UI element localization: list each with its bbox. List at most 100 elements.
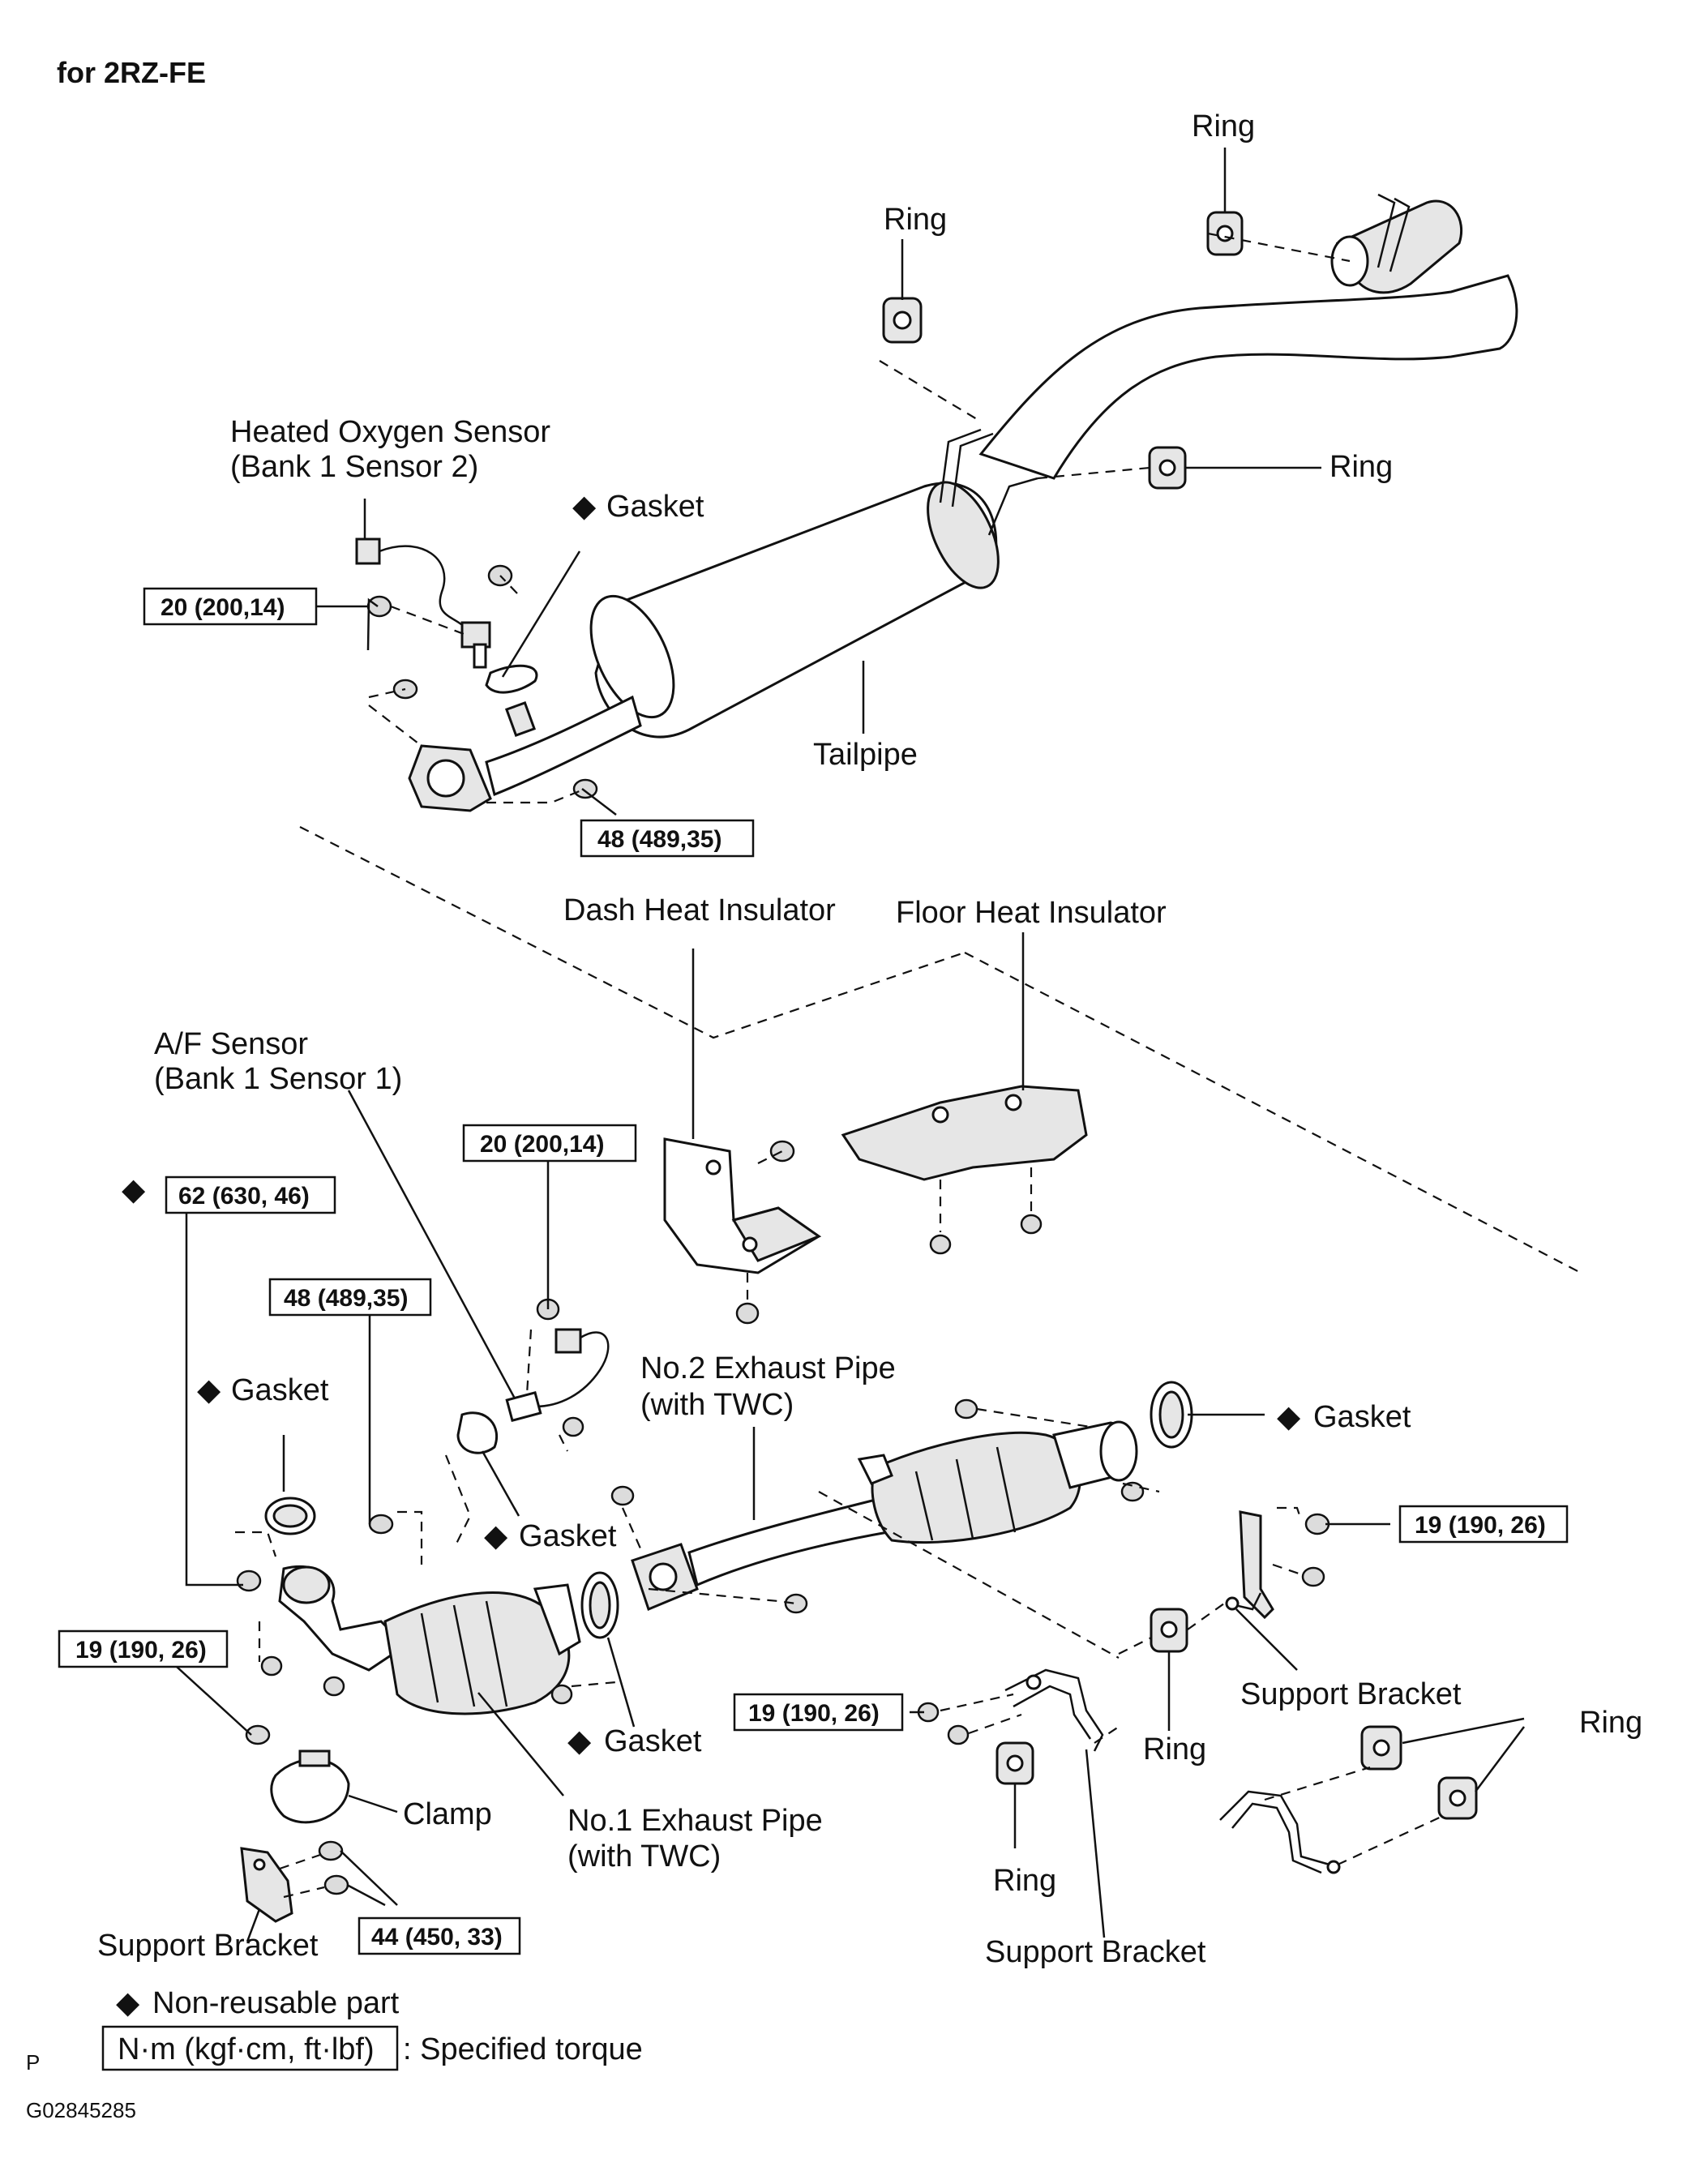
no1-exhaust-pipe-part	[278, 1565, 581, 1715]
gasket-manifold-part	[264, 1497, 316, 1535]
af-sensor-part	[505, 1328, 610, 1423]
label-gasket-manifold: Gasket	[231, 1373, 329, 1407]
torque-manifold-nut: 62 (630, 46)	[165, 1176, 336, 1214]
gasket-tailpipe-part	[485, 664, 538, 694]
ring-mid-upper	[1150, 1608, 1188, 1653]
torque-tailpipe-bolt: 48 (489,35)	[580, 819, 755, 858]
label-gasket-no2-outlet: Gasket	[1313, 1400, 1411, 1434]
no2-pipe-nut-left	[610, 1485, 635, 1506]
label-ring-right: Ring	[1329, 450, 1393, 484]
torque-support-bracket: 44 (450, 33)	[358, 1916, 521, 1955]
torque-clamp-bolt: 19 (190, 26)	[58, 1629, 229, 1668]
ring-rear-lower	[1437, 1776, 1478, 1820]
af-sensor-nut-lower	[562, 1416, 584, 1437]
legend-specified-torque: : Specified torque	[403, 2032, 643, 2066]
legend-diamond-gasket-no2: ◆	[1277, 1400, 1301, 1434]
no2-pipe-nut-upper	[954, 1398, 978, 1420]
support-bracket-bolt-lower	[323, 1874, 349, 1895]
dash-heat-insulator-part	[663, 1137, 822, 1274]
label-gasket-sensor: Gasket	[519, 1519, 617, 1553]
support-bracket-front-part	[240, 1847, 293, 1923]
figure-code: G02845285	[26, 2098, 136, 2122]
label-heated-oxygen-sensor-bank: (Bank 1 Sensor 2)	[230, 450, 478, 484]
no2-pipe-nut-right	[1120, 1481, 1145, 1502]
legend-diamond-gasket-no1: ◆	[567, 1724, 592, 1758]
label-no2-exhaust-pipe: No.2 Exhaust Pipe	[640, 1351, 896, 1385]
support-bracket-rear-part	[1225, 1510, 1274, 1620]
manifold-nut-3	[323, 1676, 345, 1697]
torque-af-sensor-nut: 20 (200,14)	[462, 1124, 637, 1163]
ring-hanger-upper-left	[882, 297, 923, 344]
label-af-sensor: A/F Sensor	[154, 1027, 308, 1061]
svg-text:44 (450, 33): 44 (450, 33)	[371, 1924, 503, 1951]
label-floor-heat-insulator: Floor Heat Insulator	[896, 896, 1167, 930]
svg-text:19 (190, 26): 19 (190, 26)	[75, 1637, 207, 1664]
dash-insulator-nut-upper	[769, 1140, 795, 1163]
svg-text:19 (190, 26): 19 (190, 26)	[1415, 1512, 1546, 1539]
engine-title: for 2RZ-FE	[57, 56, 206, 89]
legend-torque-unit: N·m (kgf·cm, ft·lbf)	[118, 2032, 375, 2066]
rear-bracket-bolt-upper	[1304, 1513, 1330, 1535]
heated-oxygen-sensor-part	[355, 537, 491, 669]
no2-exhaust-pipe-part	[631, 1420, 1138, 1612]
svg-text:20 (200,14): 20 (200,14)	[161, 594, 285, 621]
label-ring-top: Ring	[1192, 109, 1255, 143]
legend-diamond-gasket-tailpipe: ◆	[572, 490, 597, 524]
manifold-nut-2	[260, 1655, 283, 1677]
label-support-bracket-rear: Support Bracket	[1240, 1677, 1462, 1711]
torque-sensor2-nut: 20 (200,14)	[143, 587, 369, 626]
svg-text:19 (190, 26): 19 (190, 26)	[748, 1700, 880, 1727]
label-tailpipe: Tailpipe	[813, 738, 918, 772]
legend-diamond-gasket-manifold: ◆	[197, 1373, 221, 1407]
legend-torque-box	[101, 2025, 399, 2071]
label-ring-upper-left: Ring	[884, 203, 947, 237]
ring-hanger-right	[1148, 446, 1187, 490]
floor-insulator-nut-right	[1020, 1214, 1043, 1235]
floor-heat-insulator-part	[841, 1085, 1088, 1181]
svg-text:48 (489,35): 48 (489,35)	[284, 1285, 408, 1312]
label-clamp: Clamp	[403, 1797, 492, 1831]
label-af-sensor-bank: (Bank 1 Sensor 1)	[154, 1062, 402, 1096]
support-bracket-mid-part	[1004, 1668, 1104, 1752]
label-no1-exhaust-pipe-twc: (with TWC)	[567, 1839, 721, 1874]
label-gasket-no1-outlet: Gasket	[604, 1724, 702, 1758]
label-ring-mid: Ring	[1143, 1732, 1206, 1766]
label-support-bracket-front: Support Bracket	[97, 1929, 319, 1963]
no1-outlet-bolt	[550, 1684, 573, 1705]
svg-text:62 (630, 46): 62 (630, 46)	[178, 1183, 310, 1210]
manifold-nut	[236, 1569, 262, 1592]
tailpipe-bolt-lower	[572, 778, 598, 799]
legend-diamond-gasket-sensor: ◆	[484, 1519, 508, 1553]
rear-hanger-rod	[1219, 1790, 1341, 1874]
clamp-bolt	[245, 1724, 271, 1745]
gasket-sensor-part	[456, 1411, 499, 1454]
sensor2-nut-lower	[366, 595, 392, 618]
label-heated-oxygen-sensor: Heated Oxygen Sensor	[230, 415, 550, 449]
label-ring-rear: Ring	[1579, 1706, 1642, 1740]
no2-pipe-nut-lower	[784, 1593, 808, 1614]
support-bracket-bolt-upper	[318, 1840, 344, 1861]
ring-hanger-top	[1206, 211, 1244, 256]
torque-rear-bracket: 19 (190, 26)	[1398, 1505, 1569, 1544]
legend-diamond-manifold: ◆	[122, 1173, 146, 1207]
floor-insulator-nut-left	[929, 1234, 952, 1255]
svg-text:48 (489,35): 48 (489,35)	[597, 826, 721, 853]
gasket-no2-outlet-part	[1150, 1381, 1193, 1449]
label-ring-lower: Ring	[993, 1864, 1056, 1898]
gasket-no1-outlet-part	[580, 1571, 619, 1639]
legend-diamond: ◆	[116, 1986, 140, 2020]
label-gasket-tailpipe: Gasket	[606, 490, 704, 524]
dash-insulator-nut-lower	[735, 1302, 760, 1325]
torque-mid-bracket: 19 (190, 26)	[733, 1693, 904, 1732]
rear-bracket-bolt-lower	[1301, 1566, 1325, 1587]
label-no1-exhaust-pipe: No.1 Exhaust Pipe	[567, 1804, 823, 1838]
label-no2-exhaust-pipe-twc: (with TWC)	[640, 1388, 794, 1422]
tailpipe-part	[408, 193, 1518, 812]
legend-non-reusable: Non-reusable part	[152, 1986, 400, 2020]
svg-text:20 (200,14): 20 (200,14)	[480, 1131, 604, 1158]
clamp-part	[270, 1749, 350, 1824]
mid-bracket-nut-lower	[947, 1724, 970, 1745]
label-dash-heat-insulator: Dash Heat Insulator	[563, 893, 836, 927]
ring-rear-upper	[1360, 1725, 1402, 1771]
